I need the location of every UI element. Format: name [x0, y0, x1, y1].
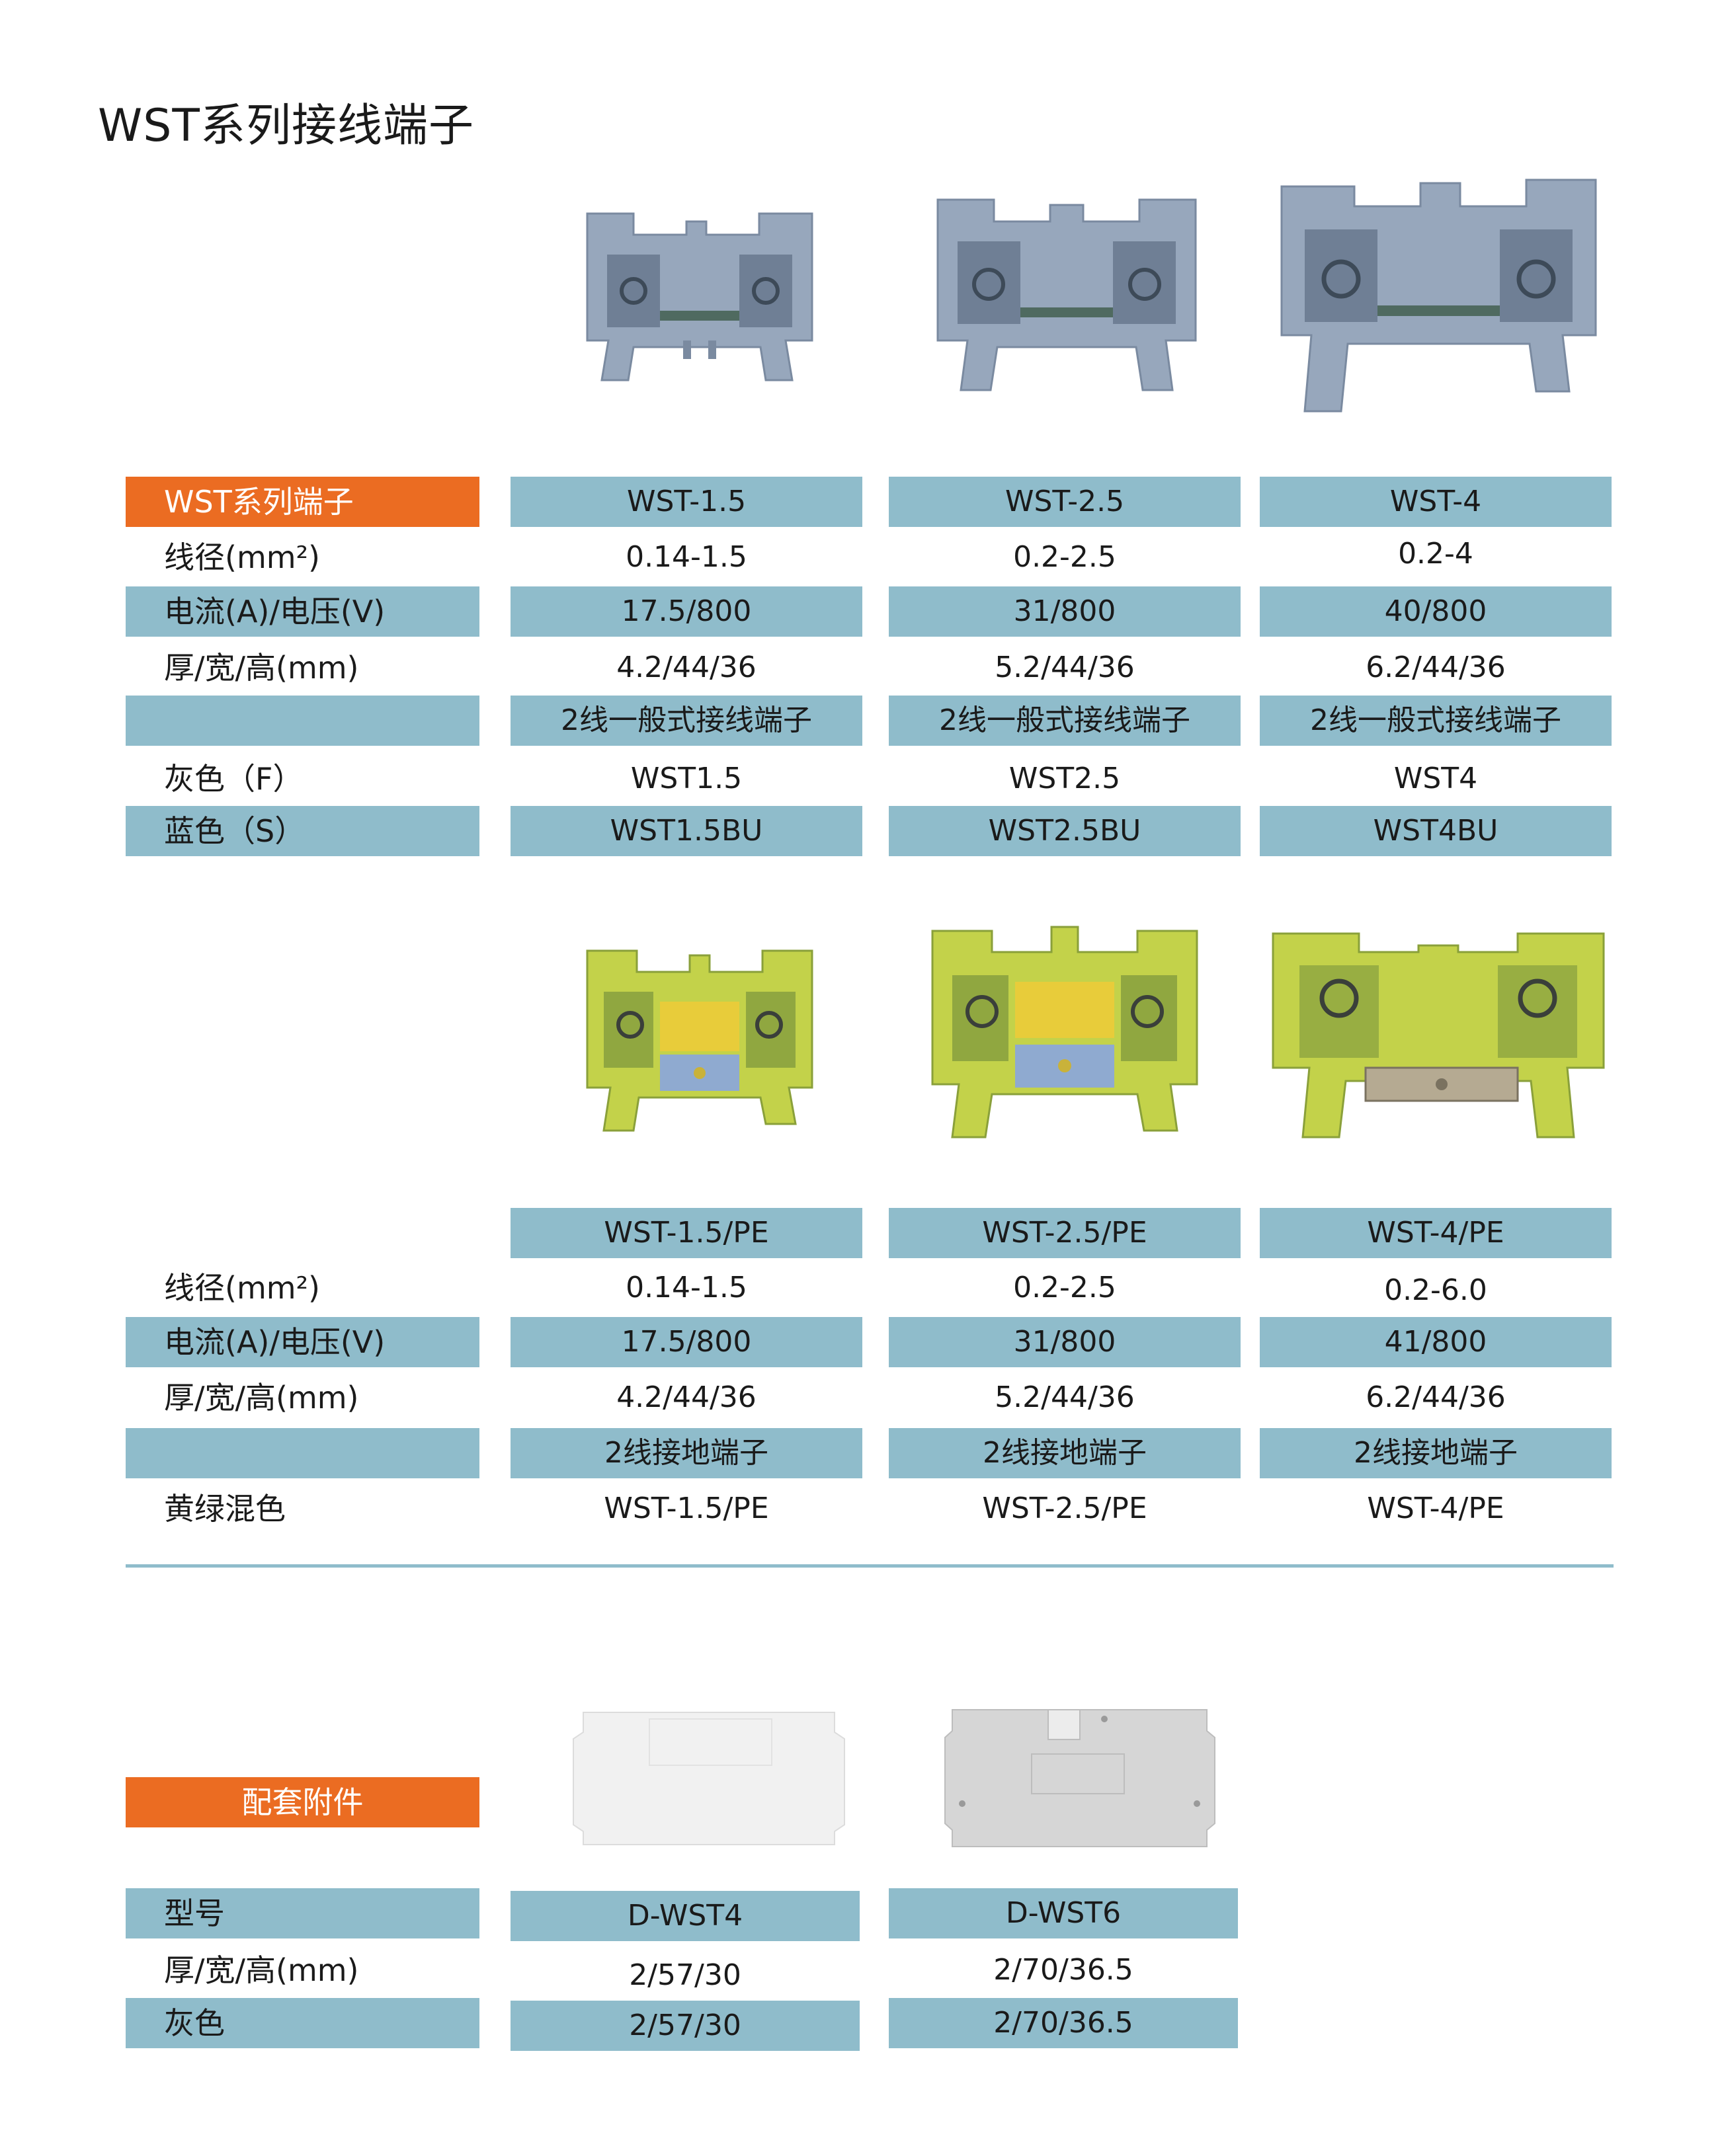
- row-label-type: [126, 696, 479, 746]
- table-cell: 31/800: [889, 586, 1241, 637]
- model-header-wst-4-pe: WST-4/PE: [1260, 1208, 1612, 1258]
- table-cell: 2/70/36.5: [993, 1953, 1133, 1987]
- row-label-wire-gauge: 线径(mm²): [164, 1270, 320, 1306]
- row-label-model: 型号: [126, 1888, 479, 1938]
- table-cell: 2/70/36.5: [889, 1998, 1238, 2048]
- row-label-wire-gauge: 线径(mm²): [164, 539, 320, 575]
- grey-terminal-wst-4-image: [1268, 173, 1607, 418]
- row-label-yellow-green: 黄绿混色: [164, 1491, 286, 1527]
- row-label-dimensions: 厚/宽/高(mm): [164, 1952, 359, 1988]
- row-label-grey: 灰色（F）: [164, 761, 304, 797]
- yellow-green-terminal-wst-2-5-pe-image: [916, 919, 1213, 1150]
- page-title: WST系列接线端子: [98, 100, 474, 152]
- row-label-type: [126, 1428, 479, 1478]
- table-cell: WST4BU: [1260, 806, 1612, 856]
- table-cell: WST-2.5/PE: [982, 1492, 1147, 1525]
- table-cell: 17.5/800: [511, 1317, 862, 1367]
- table-cell: 0.2-4: [1398, 537, 1473, 571]
- series-header-label: WST系列端子: [126, 477, 479, 527]
- end-cover-d-wst4-image: [570, 1706, 848, 1851]
- table-cell: 0.2-2.5: [1013, 540, 1116, 574]
- grey-terminal-wst-1-5-image: [567, 208, 832, 407]
- table-cell: 0.2-6.0: [1384, 1273, 1487, 1307]
- table-cell: WST2.5: [1008, 762, 1121, 795]
- table-cell: 4.2/44/36: [616, 651, 757, 684]
- table-cell: D-WST6: [889, 1888, 1238, 1938]
- table-cell: 2线接地端子: [889, 1428, 1241, 1478]
- table-cell: 2线一般式接线端子: [889, 696, 1241, 746]
- table-cell: 5.2/44/36: [995, 1380, 1135, 1414]
- model-header-wst-4: WST-4: [1260, 477, 1612, 527]
- row-label-current-voltage: 电流(A)/电压(V): [126, 586, 479, 637]
- table-cell: 6.2/44/36: [1366, 651, 1506, 684]
- table-cell: WST4: [1393, 762, 1478, 795]
- table-cell: 17.5/800: [511, 586, 862, 637]
- row-label-current-voltage: 电流(A)/电压(V): [126, 1317, 479, 1367]
- table-cell: 40/800: [1260, 586, 1612, 637]
- model-header-wst-2-5: WST-2.5: [889, 477, 1241, 527]
- table-cell: WST1.5: [630, 762, 743, 795]
- table-cell: 0.14-1.5: [626, 1271, 747, 1304]
- table-cell: 2线一般式接线端子: [511, 696, 862, 746]
- table-cell: 5.2/44/36: [995, 651, 1135, 684]
- table-cell: 2/57/30: [629, 1958, 741, 1992]
- table-cell: 2/57/30: [511, 2001, 860, 2051]
- table-cell: 41/800: [1260, 1317, 1612, 1367]
- table-cell: 2线一般式接线端子: [1260, 696, 1612, 746]
- end-cover-d-wst6-image: [942, 1704, 1217, 1851]
- section-divider: [126, 1564, 1614, 1568]
- row-label-dimensions: 厚/宽/高(mm): [164, 650, 359, 686]
- table-cell: WST2.5BU: [889, 806, 1241, 856]
- table-cell: WST-1.5/PE: [604, 1492, 769, 1525]
- table-cell: 2线接地端子: [511, 1428, 862, 1478]
- table-cell: 2线接地端子: [1260, 1428, 1612, 1478]
- model-header-wst-1-5: WST-1.5: [511, 477, 862, 527]
- yellow-green-terminal-wst-4-pe-image: [1266, 926, 1610, 1150]
- row-label-grey: 灰色: [126, 1998, 479, 2048]
- model-header-wst-1-5-pe: WST-1.5/PE: [511, 1208, 862, 1258]
- table-cell: 0.14-1.5: [626, 540, 747, 574]
- yellow-green-terminal-wst-1-5-pe-image: [567, 939, 832, 1144]
- row-label-dimensions: 厚/宽/高(mm): [164, 1380, 359, 1416]
- accessories-header-label: 配套附件: [126, 1777, 479, 1827]
- table-cell: WST-4/PE: [1367, 1492, 1504, 1525]
- grey-terminal-wst-2-5-image: [921, 192, 1212, 410]
- table-cell: 4.2/44/36: [616, 1380, 757, 1414]
- model-header-wst-2-5-pe: WST-2.5/PE: [889, 1208, 1241, 1258]
- table-cell: 31/800: [889, 1317, 1241, 1367]
- table-cell: 0.2-2.5: [1013, 1271, 1116, 1304]
- table-cell: WST1.5BU: [511, 806, 862, 856]
- row-label-blue: 蓝色（S）: [126, 806, 479, 856]
- table-cell: D-WST4: [511, 1891, 860, 1941]
- table-cell: 6.2/44/36: [1366, 1380, 1506, 1414]
